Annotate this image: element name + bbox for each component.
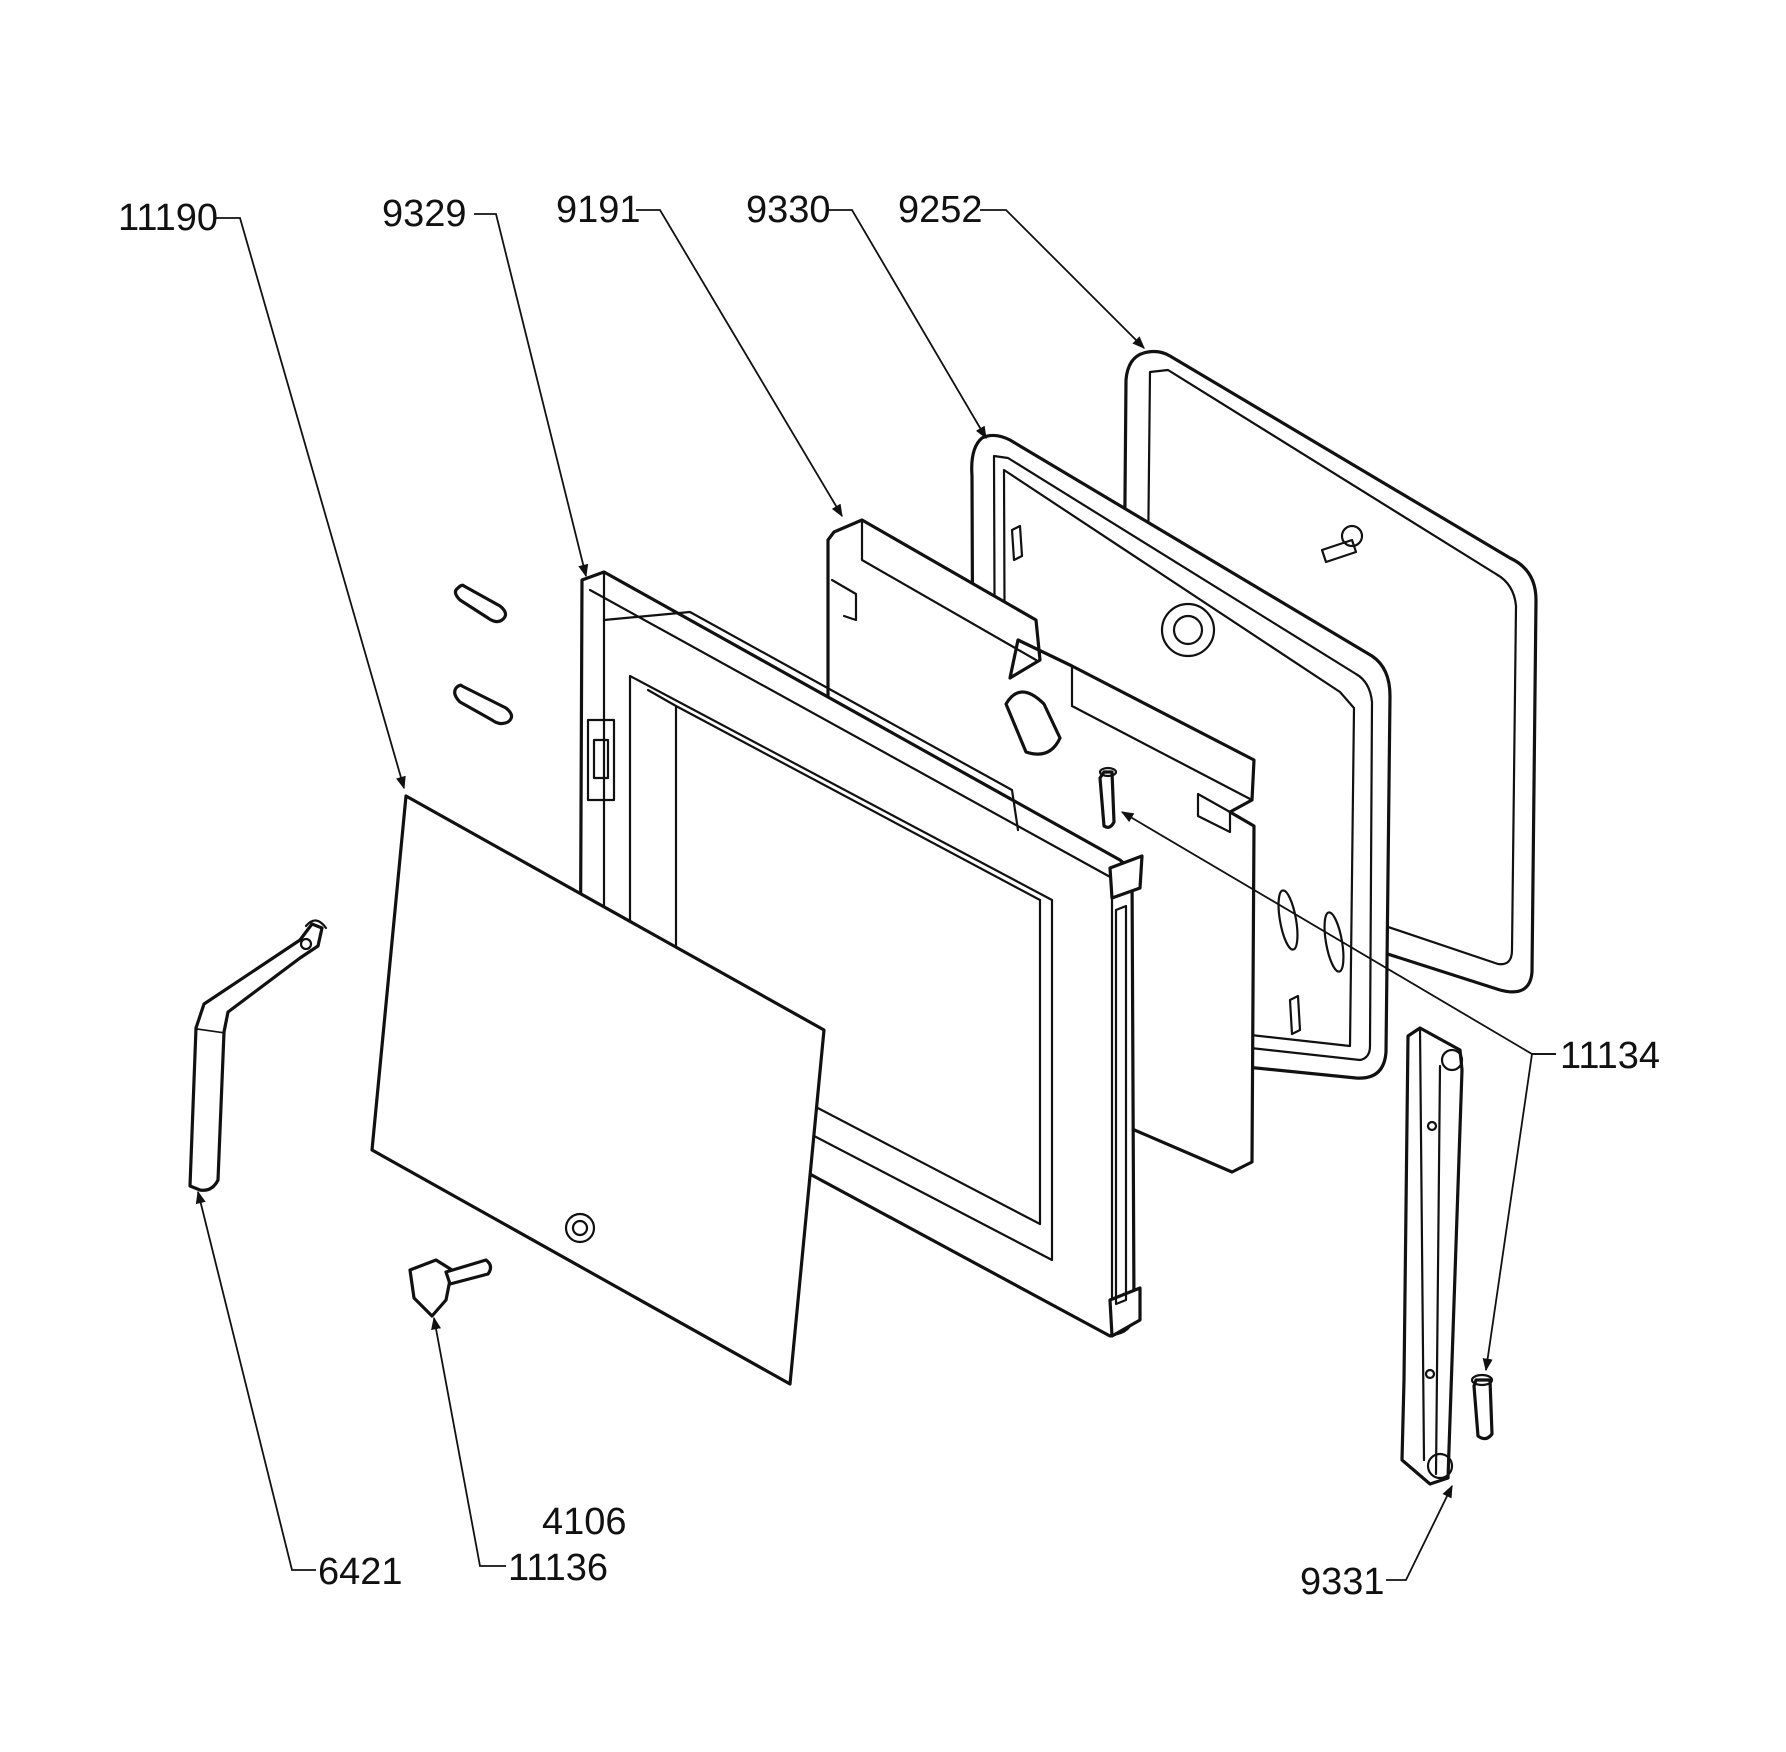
- part-11134-pin-b: [1470, 1373, 1494, 1441]
- part-9331-hinge-bar: [1400, 1026, 1464, 1486]
- leader-9252: [980, 209, 1145, 349]
- pin-lower: [453, 683, 514, 726]
- callout-6421: 6421: [318, 1551, 403, 1593]
- callout-9191: 9191: [556, 189, 641, 231]
- callout-11134: 11134: [1560, 1035, 1660, 1077]
- callout-4106: 4106: [542, 1501, 627, 1543]
- part-9329-door-frame: [578, 570, 1144, 1338]
- part-6421-hinge-rod: [188, 919, 328, 1192]
- leader-11190: [216, 217, 406, 790]
- part-11134-pin-a: [1098, 766, 1118, 829]
- leader-11136: [431, 1316, 506, 1567]
- pin-upper: [453, 583, 508, 624]
- callout-labels: 11190 9329 9191 9330 9252 11134 4106 111…: [118, 189, 1660, 1603]
- callout-9331: 9331: [1300, 1561, 1385, 1603]
- callout-11136: 11136: [508, 1547, 608, 1589]
- leader-9331: [1386, 1484, 1453, 1581]
- callout-9330: 9330: [746, 189, 831, 231]
- callout-9329: 9329: [382, 193, 467, 235]
- leader-lines: [195, 209, 1556, 1581]
- callout-11190: 11190: [118, 197, 218, 239]
- screw-9252: [1320, 524, 1364, 564]
- leader-9191: [636, 209, 843, 518]
- leader-6421: [195, 1190, 316, 1571]
- part-11190-glass-panel: [370, 794, 826, 1386]
- part-4106-knob: [408, 1258, 493, 1318]
- leader-11134-b: [1482, 1053, 1556, 1372]
- leader-9330: [828, 209, 987, 440]
- leader-9329: [474, 213, 589, 578]
- callout-9252: 9252: [898, 189, 983, 231]
